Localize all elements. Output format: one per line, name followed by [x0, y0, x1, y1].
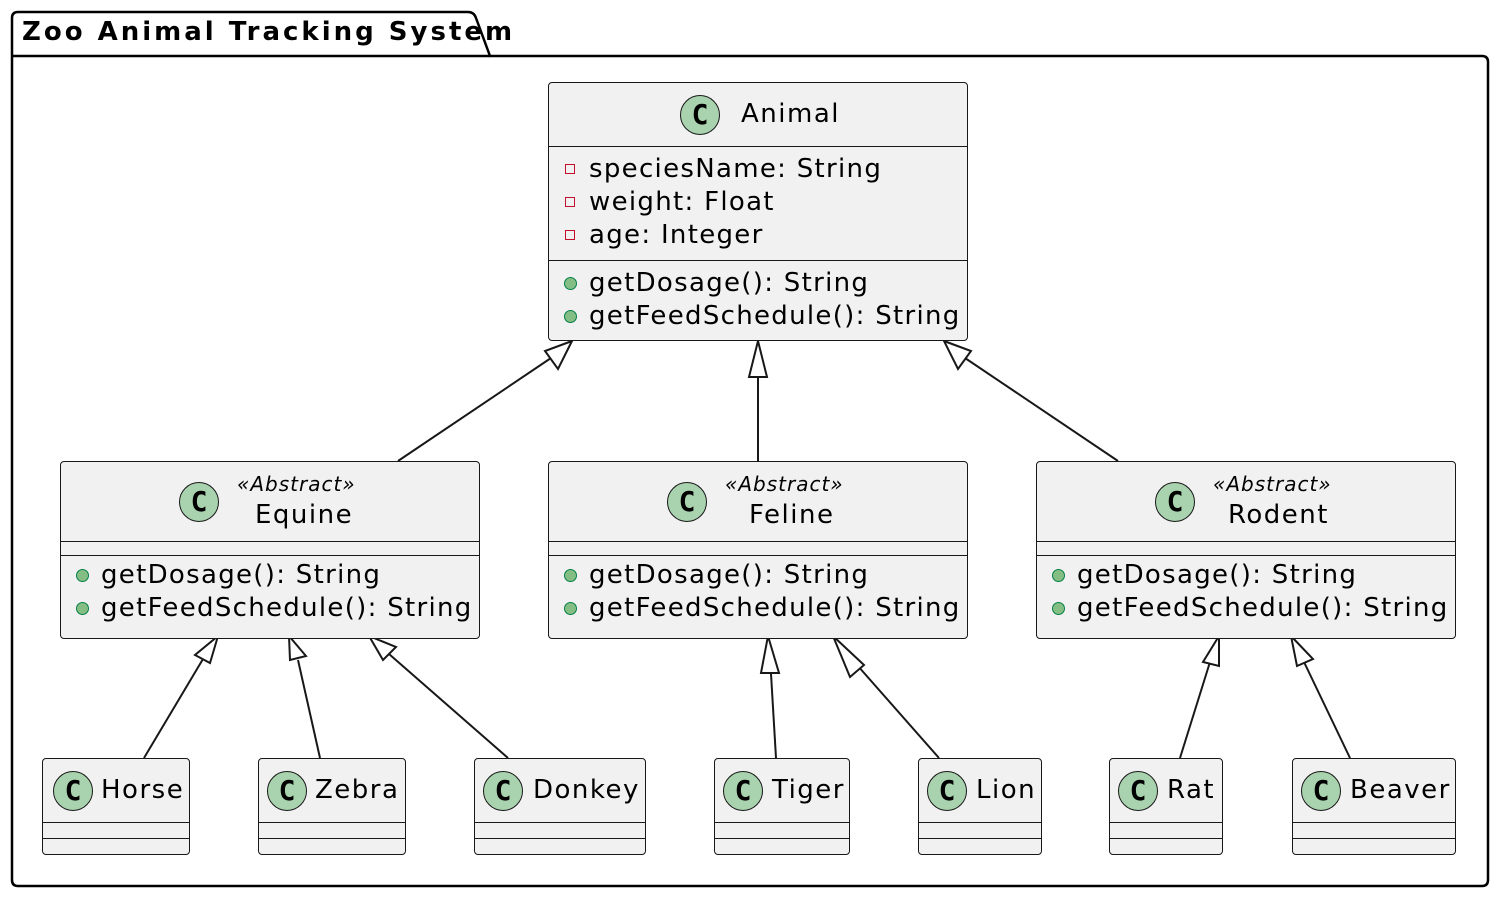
arrowhead-rodent-animal	[941, 339, 973, 371]
public-visibility-icon	[564, 569, 577, 582]
arrowhead-zebra-equine	[287, 633, 308, 662]
class-equine[interactable]: C «Abstract» Equine getDosage(): String …	[60, 461, 480, 639]
class-name: Feline	[749, 500, 835, 530]
package-title: Zoo Animal Tracking System	[22, 17, 516, 47]
method-text: getFeedSchedule(): String	[101, 593, 473, 623]
method-text: getFeedSchedule(): String	[1077, 593, 1449, 623]
class-icon: C	[927, 771, 967, 811]
method-text: getDosage(): String	[589, 268, 870, 298]
edge-beaver-rodent	[1303, 661, 1351, 759]
class-icon: C	[53, 771, 93, 811]
method-row: getFeedSchedule(): String	[549, 300, 967, 333]
private-visibility-icon	[565, 197, 575, 207]
public-visibility-icon	[564, 310, 577, 323]
arrowhead-lion-feline	[832, 635, 866, 679]
class-name: Beaver	[1350, 775, 1451, 805]
class-name: Horse	[101, 775, 185, 805]
public-visibility-icon	[1052, 602, 1065, 615]
method-text: getFeedSchedule(): String	[589, 593, 961, 623]
method-row: getDosage(): String	[1037, 559, 1455, 592]
edge-donkey-equine	[388, 653, 509, 759]
private-visibility-icon	[565, 164, 575, 174]
class-name: Lion	[976, 775, 1037, 805]
arrowhead-horse-equine	[193, 633, 220, 665]
class-icon: C	[680, 95, 720, 135]
class-horse[interactable]: C Horse	[42, 758, 190, 855]
class-feline[interactable]: C «Abstract» Feline getDosage(): String …	[548, 461, 968, 639]
method-row: getDosage(): String	[61, 559, 479, 592]
class-stereotype: «Abstract»	[1213, 472, 1332, 496]
attribute-row: age: Integer	[549, 219, 967, 252]
class-lion[interactable]: C Lion	[918, 758, 1042, 855]
method-text: getFeedSchedule(): String	[589, 301, 961, 331]
class-stereotype: «Abstract»	[725, 472, 844, 496]
class-name: Rodent	[1228, 500, 1329, 530]
arrowhead-equine-animal	[543, 339, 575, 371]
edge-rat-rodent	[1179, 661, 1211, 759]
class-icon: C	[1155, 482, 1195, 522]
edge-horse-equine	[143, 658, 204, 759]
arrowhead-rat-rodent	[1201, 632, 1220, 668]
class-icon: C	[267, 771, 307, 811]
class-name: Animal	[741, 99, 840, 129]
method-text: getDosage(): String	[1077, 560, 1358, 590]
arrowhead-beaver-rodent	[1289, 632, 1315, 668]
public-visibility-icon	[76, 569, 89, 582]
class-stereotype: «Abstract»	[237, 472, 356, 496]
public-visibility-icon	[564, 602, 577, 615]
attribute-row: speciesName: String	[549, 153, 967, 186]
edge-rodent-animal	[964, 357, 1119, 462]
arrowhead-donkey-equine	[366, 633, 398, 662]
class-rodent[interactable]: C «Abstract» Rodent getDosage(): String …	[1036, 461, 1456, 639]
class-icon: C	[1301, 771, 1341, 811]
private-visibility-icon	[565, 230, 575, 240]
public-visibility-icon	[76, 602, 89, 615]
method-row: getFeedSchedule(): String	[61, 592, 479, 625]
method-text: getDosage(): String	[589, 560, 870, 590]
class-animal[interactable]: C Animal speciesName: String weight: Flo…	[548, 82, 968, 341]
public-visibility-icon	[1052, 569, 1065, 582]
attribute-row: weight: Float	[549, 186, 967, 219]
class-name: Donkey	[533, 775, 640, 805]
attribute-text: age: Integer	[589, 220, 764, 250]
edge-lion-feline	[849, 656, 940, 759]
method-row: getDosage(): String	[549, 559, 967, 592]
class-icon: C	[667, 482, 707, 522]
class-zebra[interactable]: C Zebra	[258, 758, 406, 855]
class-tiger[interactable]: C Tiger	[714, 758, 850, 855]
method-row: getDosage(): String	[549, 267, 967, 300]
attribute-text: weight: Float	[589, 187, 775, 217]
class-beaver[interactable]: C Beaver	[1292, 758, 1456, 855]
method-row: getFeedSchedule(): String	[549, 592, 967, 625]
class-donkey[interactable]: C Donkey	[474, 758, 646, 855]
class-icon: C	[1118, 771, 1158, 811]
method-text: getDosage(): String	[101, 560, 382, 590]
arrowhead-feline-animal	[747, 340, 769, 378]
arrowhead-tiger-feline	[759, 635, 781, 674]
class-name: Rat	[1167, 775, 1216, 805]
class-icon: C	[723, 771, 763, 811]
class-icon: C	[483, 771, 523, 811]
edge-equine-animal	[397, 357, 552, 462]
class-name: Tiger	[772, 775, 845, 805]
class-name: Zebra	[315, 775, 400, 805]
attribute-text: speciesName: String	[589, 154, 883, 184]
class-name: Equine	[255, 500, 354, 530]
package-frame	[10, 10, 1490, 888]
class-icon: C	[179, 482, 219, 522]
edge-zebra-equine	[297, 659, 321, 759]
method-row: getFeedSchedule(): String	[1037, 592, 1455, 625]
public-visibility-icon	[564, 277, 577, 290]
class-rat[interactable]: C Rat	[1109, 758, 1223, 855]
